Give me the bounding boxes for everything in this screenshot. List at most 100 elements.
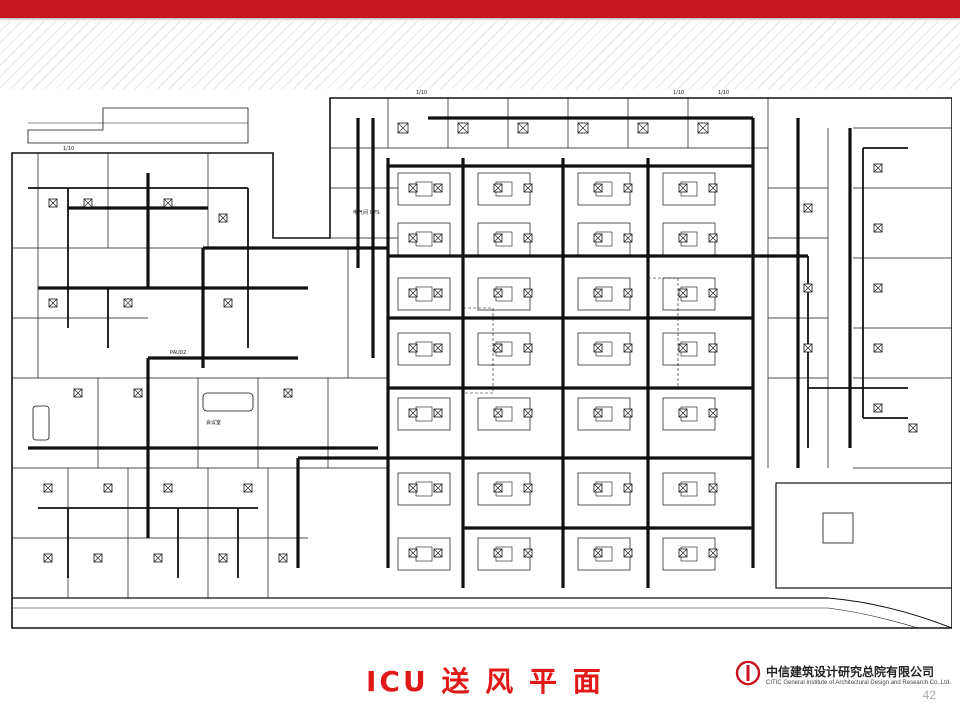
diffuser-cross (433, 548, 443, 558)
diffuser-cross (433, 343, 443, 353)
diffuser-cross (408, 288, 418, 298)
diffuser-cross (873, 403, 883, 413)
diffuser-cross (623, 343, 633, 353)
header-hatch-pattern (0, 21, 960, 89)
bed-bay (397, 332, 451, 366)
diffuser-cross (803, 203, 813, 213)
diffuser-cross (708, 233, 718, 243)
diffuser-cross (493, 183, 503, 193)
diffuser-cross (593, 288, 603, 298)
diffuser-cross (93, 553, 103, 563)
bed-bay (662, 397, 716, 431)
bed-bay (662, 537, 716, 571)
bed-bay (662, 222, 716, 256)
diffuser-cross (408, 343, 418, 353)
scale-label-top-3: 1/10 (718, 90, 729, 96)
diffuser-cross (708, 408, 718, 418)
company-name-english: CITIC General Institute of Architectural… (766, 680, 951, 686)
diffuser-cross (493, 548, 503, 558)
diffuser-cross (433, 408, 443, 418)
diffuser-cross (408, 548, 418, 558)
bed-bay (477, 397, 531, 431)
diffuser-cross (678, 483, 688, 493)
diffuser-cross (623, 483, 633, 493)
meeting-table (202, 392, 254, 412)
diffuser-cross (593, 343, 603, 353)
diffuser-cross (48, 198, 58, 208)
diffuser-cross (433, 233, 443, 243)
diffuser-cross (493, 288, 503, 298)
diffuser-cross (873, 343, 883, 353)
diffuser-cross (43, 553, 53, 563)
bed-bay (477, 222, 531, 256)
diffuser-cross (517, 122, 529, 134)
hvac-floor-plan-drawing: 1/10 1/10 1/10 1/10 电气间 UPS PAU02 会议室 (8, 88, 952, 640)
diffuser-cross (163, 483, 173, 493)
bed-bay (577, 472, 631, 506)
diffuser-cross (408, 183, 418, 193)
diffuser-cross (433, 183, 443, 193)
diffuser-cross (697, 122, 709, 134)
top-bar-shadow (0, 18, 960, 21)
bed-bay (662, 172, 716, 206)
diffuser-cross (708, 183, 718, 193)
scale-label-top-1: 1/10 (416, 90, 427, 96)
diffuser-cross (678, 548, 688, 558)
diffuser-cross (408, 233, 418, 243)
diffuser-cross (433, 483, 443, 493)
diffuser-cross (493, 343, 503, 353)
diffuser-cross (408, 408, 418, 418)
scale-label-top-2: 1/10 (673, 90, 684, 96)
diffuser-cross (593, 483, 603, 493)
bed-bay (397, 277, 451, 311)
diffuser-cross (678, 183, 688, 193)
page-number: 42 (922, 688, 936, 702)
bed-outline (415, 406, 433, 422)
bed-bay (477, 172, 531, 206)
diffuser-cross (708, 483, 718, 493)
slide-title: ICU 送 风 平 面 (366, 665, 604, 698)
bed-bay (577, 537, 631, 571)
diffuser-cross (457, 122, 469, 134)
top-accent-bar (0, 0, 960, 18)
diffuser-cross (678, 343, 688, 353)
diffuser-cross (433, 288, 443, 298)
diffuser-cross (218, 553, 228, 563)
diffuser-cross (523, 288, 533, 298)
company-name-chinese: 中信建筑设计研究总院有限公司 (766, 665, 935, 679)
diffuser-cross (523, 233, 533, 243)
bed-bay (397, 397, 451, 431)
diffuser-cross (803, 283, 813, 293)
diffuser-cross (708, 288, 718, 298)
diffuser-cross (873, 283, 883, 293)
diffuser-cross (408, 483, 418, 493)
diffuser-cross (873, 223, 883, 233)
bed-bay (662, 472, 716, 506)
diffuser-cross (523, 408, 533, 418)
diffuser-cross (623, 183, 633, 193)
bed-bay (477, 332, 531, 366)
bed-bay (577, 277, 631, 311)
ups-room-label: 电气间 UPS (353, 209, 379, 216)
diffuser-cross (523, 183, 533, 193)
meeting-table-small (32, 405, 50, 441)
bed-bay (577, 222, 631, 256)
bed-bay (577, 332, 631, 366)
diffuser-cross (83, 198, 93, 208)
diffuser-cross (678, 233, 688, 243)
diffuser-cross (523, 483, 533, 493)
meeting-room-label: 会议室 (206, 419, 221, 426)
bed-outline (415, 341, 433, 357)
diffuser-cross (123, 298, 133, 308)
diffuser-cross (873, 163, 883, 173)
building-outline (11, 97, 952, 629)
diffuser-cross (243, 483, 253, 493)
bed-outline (415, 181, 433, 197)
bed-bay (577, 397, 631, 431)
diffuser-cross (803, 343, 813, 353)
left-annex-outline (27, 107, 249, 144)
diffuser-cross (593, 408, 603, 418)
diffuser-cross (678, 288, 688, 298)
diffuser-cross (623, 233, 633, 243)
bed-bay (477, 537, 531, 571)
